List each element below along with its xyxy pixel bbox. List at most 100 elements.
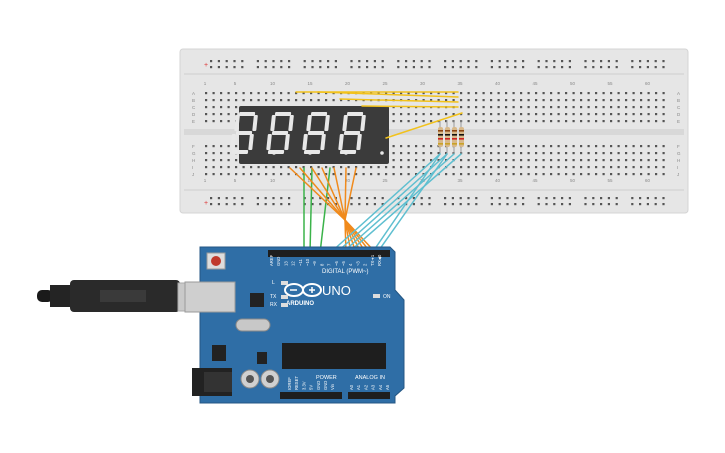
rail-hole[interactable] [288,60,291,63]
breadboard-hole[interactable] [332,173,335,176]
rail-hole[interactable] [646,60,649,63]
breadboard-hole[interactable] [205,145,208,148]
breadboard-hole[interactable] [370,92,373,95]
breadboard-hole[interactable] [505,145,508,148]
breadboard-hole[interactable] [490,99,493,102]
breadboard-hole[interactable] [557,173,560,176]
rail-hole[interactable] [490,197,493,200]
breadboard-hole[interactable] [625,166,628,169]
rail-hole[interactable] [241,197,244,200]
breadboard-hole[interactable] [392,113,395,116]
breadboard-hole[interactable] [617,113,620,116]
rail-hole[interactable] [428,66,431,69]
rail-hole[interactable] [459,66,462,69]
rail-hole[interactable] [412,66,415,69]
breadboard-hole[interactable] [490,92,493,95]
rail-hole[interactable] [592,197,595,200]
breadboard-hole[interactable] [602,99,605,102]
breadboard-hole[interactable] [385,92,388,95]
breadboard-hole[interactable] [505,99,508,102]
breadboard-hole[interactable] [557,159,560,162]
rail-hole[interactable] [217,66,220,69]
breadboard-hole[interactable] [647,166,650,169]
rail-hole[interactable] [522,197,525,200]
wire-cyan[interactable] [376,153,448,254]
rail-hole[interactable] [467,197,470,200]
breadboard-hole[interactable] [595,113,598,116]
breadboard-hole[interactable] [595,99,598,102]
breadboard-hole[interactable] [587,152,590,155]
breadboard-hole[interactable] [220,92,223,95]
breadboard-hole[interactable] [242,166,245,169]
rail-hole[interactable] [631,203,634,206]
breadboard-hole[interactable] [632,120,635,123]
breadboard-hole[interactable] [557,166,560,169]
breadboard-hole[interactable] [527,159,530,162]
breadboard-hole[interactable] [415,145,418,148]
breadboard-hole[interactable] [205,152,208,155]
rail-hole[interactable] [225,60,228,63]
breadboard-hole[interactable] [422,92,425,95]
breadboard-hole[interactable] [227,113,230,116]
rail-hole[interactable] [264,60,267,63]
breadboard-hole[interactable] [347,166,350,169]
breadboard-hole[interactable] [400,120,403,123]
rail-hole[interactable] [397,66,400,69]
breadboard-hole[interactable] [400,173,403,176]
breadboard-hole[interactable] [497,173,500,176]
breadboard-hole[interactable] [460,113,463,116]
breadboard-hole[interactable] [482,92,485,95]
breadboard-hole[interactable] [205,166,208,169]
breadboard-hole[interactable] [520,145,523,148]
breadboard-hole[interactable] [400,92,403,95]
breadboard-hole[interactable] [460,99,463,102]
breadboard-hole[interactable] [520,159,523,162]
rail-hole[interactable] [654,203,657,206]
wire-cyan[interactable] [371,153,441,254]
breadboard-hole[interactable] [647,120,650,123]
breadboard-hole[interactable] [295,166,298,169]
breadboard-hole[interactable] [430,113,433,116]
breadboard-hole[interactable] [340,99,343,102]
rail-hole[interactable] [405,60,408,63]
breadboard-hole[interactable] [565,113,568,116]
breadboard-hole[interactable] [580,113,583,116]
breadboard-hole[interactable] [640,152,643,155]
breadboard-hole[interactable] [632,92,635,95]
breadboard-hole[interactable] [542,99,545,102]
breadboard-hole[interactable] [535,106,538,109]
breadboard-hole[interactable] [257,173,260,176]
power-header[interactable] [280,392,342,399]
rail-hole[interactable] [467,66,470,69]
breadboard-hole[interactable] [362,166,365,169]
breadboard-hole[interactable] [595,106,598,109]
breadboard-hole[interactable] [220,159,223,162]
breadboard-hole[interactable] [467,99,470,102]
breadboard-hole[interactable] [610,166,613,169]
rail-hole[interactable] [420,60,423,63]
breadboard-hole[interactable] [212,106,215,109]
breadboard-hole[interactable] [212,145,215,148]
breadboard-hole[interactable] [460,173,463,176]
rail-hole[interactable] [498,203,501,206]
breadboard-hole[interactable] [250,99,253,102]
breadboard-hole[interactable] [220,99,223,102]
breadboard-hole[interactable] [655,159,658,162]
rail-hole[interactable] [514,66,517,69]
breadboard-hole[interactable] [565,120,568,123]
breadboard-hole[interactable] [377,92,380,95]
breadboard-hole[interactable] [272,166,275,169]
breadboard-hole[interactable] [430,99,433,102]
breadboard-hole[interactable] [295,92,298,95]
breadboard-hole[interactable] [542,166,545,169]
breadboard-hole[interactable] [647,99,650,102]
breadboard-hole[interactable] [220,145,223,148]
breadboard-hole[interactable] [580,106,583,109]
breadboard-hole[interactable] [452,99,455,102]
breadboard-hole[interactable] [565,99,568,102]
breadboard-hole[interactable] [332,166,335,169]
rail-hole[interactable] [490,60,493,63]
breadboard-hole[interactable] [520,92,523,95]
rail-hole[interactable] [514,197,517,200]
breadboard-hole[interactable] [415,120,418,123]
